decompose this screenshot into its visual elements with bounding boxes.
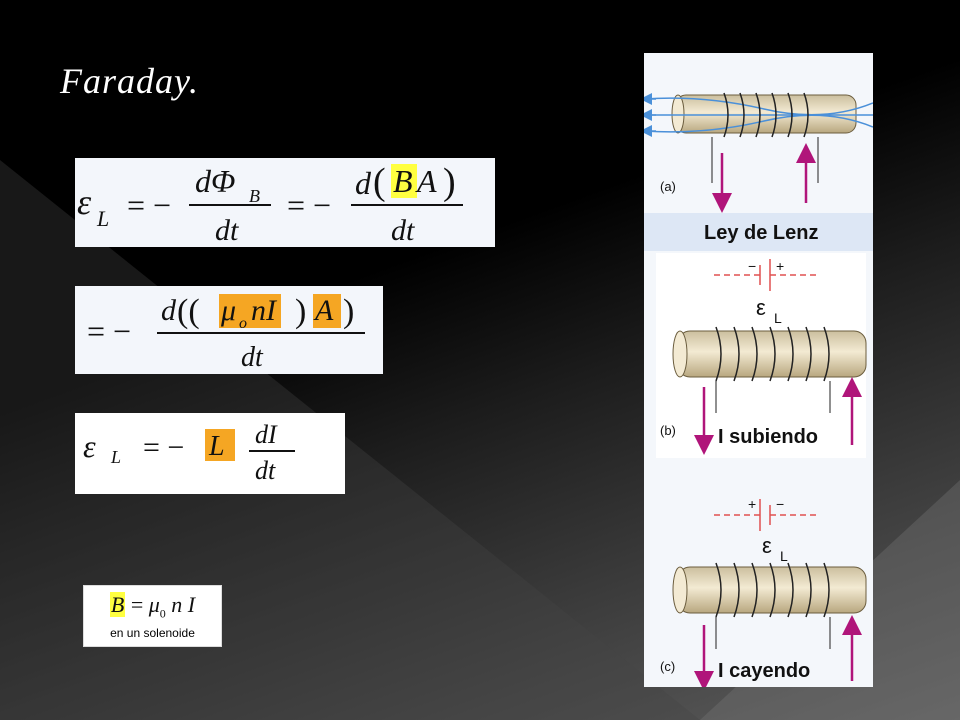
field-line-1	[644, 97, 873, 116]
highlight-mu-n	[219, 294, 281, 328]
frac1-denominator: dt	[215, 214, 239, 247]
frac2-open-paren: (	[373, 161, 386, 203]
coil-windings	[715, 326, 830, 382]
numerator: dI	[255, 420, 278, 449]
field-line-3	[644, 114, 873, 133]
panel-c-label: (c)	[660, 659, 675, 674]
num-d: d	[161, 294, 177, 327]
emf-subscript: L	[96, 206, 109, 231]
highlight-L	[205, 429, 235, 461]
open-parens: ((	[177, 293, 200, 330]
note-caption: en un solenoide	[110, 626, 195, 640]
solenoid-end	[672, 566, 688, 614]
equals-sign: = −	[87, 313, 131, 349]
close-paren-1: )	[295, 293, 306, 330]
emf-subscript: L	[780, 548, 788, 564]
falling-label: I cayendo	[718, 660, 810, 682]
equals-sign-2: = −	[287, 187, 331, 223]
close-paren-2: )	[343, 293, 354, 330]
panel-c: + − ε L (c) I cayendo	[660, 496, 867, 687]
frac2-d: d	[355, 165, 372, 201]
coil-windings	[715, 562, 830, 618]
L-symbol: L	[208, 431, 225, 462]
emf-subscript: L	[110, 447, 121, 467]
solenoid-core	[677, 566, 867, 614]
B-symbol: B	[109, 592, 126, 617]
equals-sign: =	[130, 592, 144, 617]
frac2-close-paren: )	[443, 161, 456, 203]
equals-sign: = −	[127, 187, 171, 223]
emf-subscript: L	[774, 310, 782, 326]
emf-symbol: ε	[83, 428, 96, 464]
highlight-B	[391, 164, 417, 198]
minus-sign: −	[776, 496, 784, 512]
lenz-header: Ley de Lenz	[704, 222, 818, 244]
slide-title: Faraday.	[60, 61, 199, 101]
frac1-subscript: B	[249, 186, 260, 206]
mu-symbol: μ	[220, 294, 236, 327]
plus-sign: +	[776, 258, 784, 274]
n-symbol: n	[171, 592, 183, 617]
panel-b-label: (b)	[660, 423, 676, 438]
solenoid-field-note: B = μ0 n I en un solenoide	[83, 585, 222, 647]
mu-subscript: 0	[159, 606, 166, 621]
I-symbol: I	[187, 592, 196, 617]
panel-a: (a)	[644, 92, 873, 213]
minus-sign: −	[748, 258, 756, 274]
n-I: nI	[251, 294, 278, 327]
denominator: dt	[241, 342, 264, 373]
rising-label: I subiendo	[718, 426, 818, 448]
emf-label: ε	[756, 295, 766, 320]
panel-a-label: (a)	[660, 179, 676, 194]
plus-sign: +	[748, 496, 756, 512]
solenoid-core	[677, 330, 867, 378]
highlight-A	[313, 294, 341, 328]
denominator: dt	[255, 456, 276, 485]
field-formula: B = μ0 n I	[84, 592, 221, 621]
emf-label: ε	[762, 533, 772, 558]
emf-symbol: ε	[77, 182, 92, 222]
A-symbol: A	[313, 294, 334, 327]
frac1-numerator: dΦ	[195, 163, 235, 199]
mu-subscript: o	[239, 315, 247, 332]
lenz-law-diagram: (a) Ley de Lenz − + ε L (b) I subiendo	[644, 53, 873, 687]
solenoid-end	[671, 94, 685, 134]
mu-symbol: μ	[148, 592, 160, 617]
equation-faraday: ε L = − dΦ B dt = − d ( B A ) dt	[75, 158, 495, 247]
frac2-denominator: dt	[391, 214, 415, 247]
header-band	[644, 213, 873, 251]
panel-b: − + ε L (b) I subiendo	[656, 253, 867, 458]
frac2-A: A	[415, 163, 437, 199]
equation-solenoid-flux: = − d (( μ o nI ) A ) dt	[75, 286, 383, 374]
equation-inductance: ε L = − L dI dt	[75, 413, 345, 494]
solenoid-end	[672, 330, 688, 378]
equals-sign: = −	[143, 431, 184, 464]
coil-windings	[723, 92, 809, 138]
frac2-B: B	[393, 163, 413, 199]
